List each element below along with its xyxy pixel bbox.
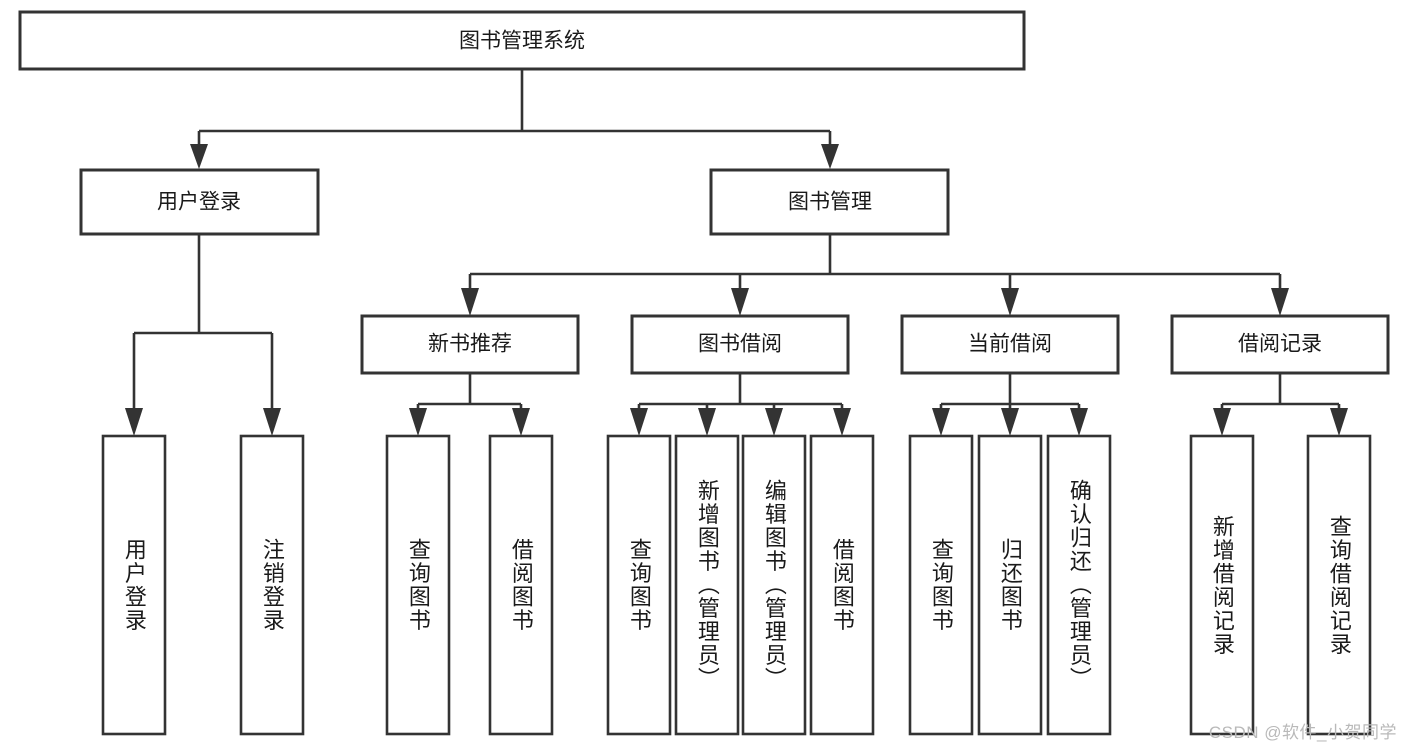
leaf-box-query-book-borrow[interactable] [606, 434, 672, 736]
arrow-head-icon [1001, 288, 1019, 316]
arrow-head-icon [512, 408, 530, 436]
leaf-box-borrow-book-recommend[interactable] [488, 434, 554, 736]
arrow-head-icon [461, 288, 479, 316]
node-current-borrow[interactable]: 当前借阅 [900, 314, 1120, 375]
arrow-head-icon [1070, 408, 1088, 436]
leaf-box-return-book[interactable] [977, 434, 1043, 736]
arrow-head-icon [630, 408, 648, 436]
connector-record-to-leaves [1213, 373, 1348, 436]
connector-book-manage-to-level3 [461, 234, 1289, 316]
arrow-head-icon [1001, 408, 1019, 436]
leaf-box-confirm-return-admin[interactable] [1046, 434, 1112, 736]
arrow-head-icon [765, 408, 783, 436]
arrow-head-icon [833, 408, 851, 436]
arrow-head-icon [125, 408, 143, 436]
arrow-head-icon [190, 144, 208, 169]
arrow-head-icon [1213, 408, 1231, 436]
node-book-management[interactable]: 图书管理 [709, 168, 950, 236]
leaf-box-query-book-current[interactable] [908, 434, 974, 736]
arrow-head-icon [1271, 288, 1289, 316]
node-root-system[interactable]: 图书管理系统 [18, 10, 1026, 71]
leaf-box-query-book-recommend[interactable] [385, 434, 451, 736]
arrow-head-icon [932, 408, 950, 436]
arrow-head-icon [1330, 408, 1348, 436]
node-root-system-label: 图书管理系统 [459, 30, 585, 53]
leaf-box-add-borrow-record[interactable] [1189, 434, 1255, 736]
leaf-box-query-borrow-record[interactable] [1306, 434, 1372, 736]
arrow-head-icon [821, 144, 839, 169]
node-book-borrow[interactable]: 图书借阅 [630, 314, 850, 375]
arrow-head-icon [698, 408, 716, 436]
arrow-head-icon [263, 408, 281, 436]
arrow-head-icon [731, 288, 749, 316]
node-book-management-label: 图书管理 [788, 191, 872, 214]
leaf-box-edit-book-admin[interactable] [741, 434, 807, 736]
node-book-borrow-label: 图书借阅 [698, 333, 782, 356]
node-user-login[interactable]: 用户登录 [79, 168, 320, 236]
node-borrow-record[interactable]: 借阅记录 [1170, 314, 1390, 375]
connector-recommend-to-leaves [409, 373, 530, 436]
leaf-box-borrow-book[interactable] [809, 434, 875, 736]
leaf-box-user-login[interactable] [101, 434, 167, 736]
node-borrow-record-label: 借阅记录 [1238, 333, 1322, 356]
leaf-box-add-book-admin[interactable] [674, 434, 740, 736]
connector-borrow-to-leaves [630, 373, 851, 436]
node-user-login-label: 用户登录 [157, 191, 241, 214]
arrow-head-icon [409, 408, 427, 436]
connector-root-to-level2 [190, 70, 839, 169]
node-new-book-recommend[interactable]: 新书推荐 [360, 314, 580, 375]
node-current-borrow-label: 当前借阅 [968, 333, 1052, 356]
node-new-book-recommend-label: 新书推荐 [428, 333, 512, 356]
leaf-box-user-logout[interactable] [239, 434, 305, 736]
csdn-watermark: CSDN @软件_小贺同学 [1208, 723, 1397, 742]
connector-current-borrow-to-leaves [932, 373, 1088, 436]
connector-user-login-to-leaves [125, 234, 281, 436]
